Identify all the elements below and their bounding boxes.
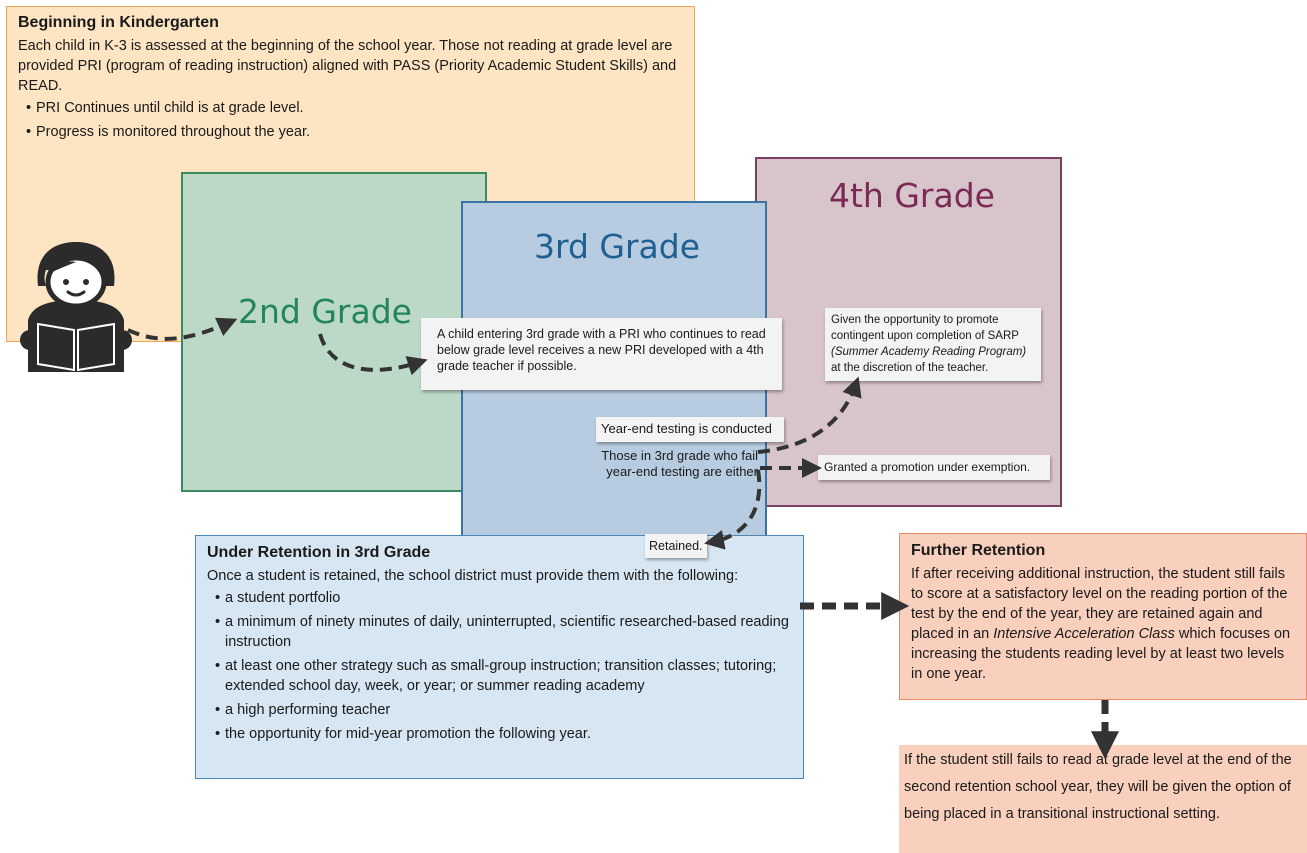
student-reading-icon <box>20 242 132 372</box>
under-retention-panel: Under Retention in 3rd Grade Once a stud… <box>195 535 804 779</box>
retention-bullet: a student portfolio <box>215 588 792 608</box>
further-body-start: If after receiving additional instructio… <box>911 566 1288 642</box>
further-body-italic: Intensive Acceleration Class <box>993 626 1175 642</box>
arrow-to-fourth-grade-note <box>757 376 862 454</box>
year-end-testing-note: Year-end testing is conducted <box>596 417 784 442</box>
final-outcome-text: If the student still fails to read at gr… <box>904 752 1292 822</box>
fourth-grade-title: 4th Grade <box>829 176 995 215</box>
retention-bullet: at least one other strategy such as smal… <box>215 656 792 696</box>
arrow-to-second-grade <box>127 317 238 341</box>
third-grade-title: 3rd Grade <box>534 227 701 266</box>
kindergarten-bullet: Progress is monitored throughout the yea… <box>26 122 683 142</box>
further-retention-body: If after receiving additional instructio… <box>911 564 1295 684</box>
further-retention-panel: Further Retention If after receiving add… <box>899 533 1307 700</box>
final-outcome-panel: If the student still fails to read at gr… <box>899 745 1307 853</box>
retained-note: Retained. <box>645 534 707 558</box>
further-body-end: which focuses on increasing the students… <box>911 626 1291 682</box>
kindergarten-body: Each child in K-3 is assessed at the beg… <box>18 38 677 94</box>
third-grade-note: A child entering 3rd grade with a PRI wh… <box>421 318 782 390</box>
kindergarten-bullet: PRI Continues until child is at grade le… <box>26 98 683 118</box>
arrow-to-third-grade-note <box>318 333 428 376</box>
fourth-note-line1: Given the opportunity to promote conting… <box>831 314 1019 342</box>
arrow-to-retained <box>704 469 762 550</box>
exemption-note: Granted a promotion under exemption. <box>818 455 1050 480</box>
retention-bullet: a minimum of ninety minutes of daily, un… <box>215 612 792 652</box>
kindergarten-bullets: PRI Continues until child is at grade le… <box>18 98 683 142</box>
fourth-grade-note: Given the opportunity to promote conting… <box>825 308 1041 381</box>
fail-text: Those in 3rd grade who fail year-end tes… <box>601 448 758 479</box>
further-retention-title: Further Retention <box>911 542 1046 559</box>
kindergarten-title: Beginning in Kindergarten <box>18 14 219 31</box>
fourth-note-italic: (Summer Academy Reading Program) <box>831 346 1027 358</box>
retention-bullet: the opportunity for mid-year promotion t… <box>215 724 792 744</box>
retention-bullet: a high performing teacher <box>215 700 792 720</box>
under-retention-bullets: a student portfolio a minimum of ninety … <box>207 588 792 744</box>
fourth-note-line2: at the discretion of the teacher. <box>831 362 989 374</box>
under-retention-title: Under Retention in 3rd Grade <box>207 544 431 561</box>
second-grade-title: 2nd Grade <box>238 292 412 331</box>
under-retention-intro: Once a student is retained, the school d… <box>207 568 739 584</box>
